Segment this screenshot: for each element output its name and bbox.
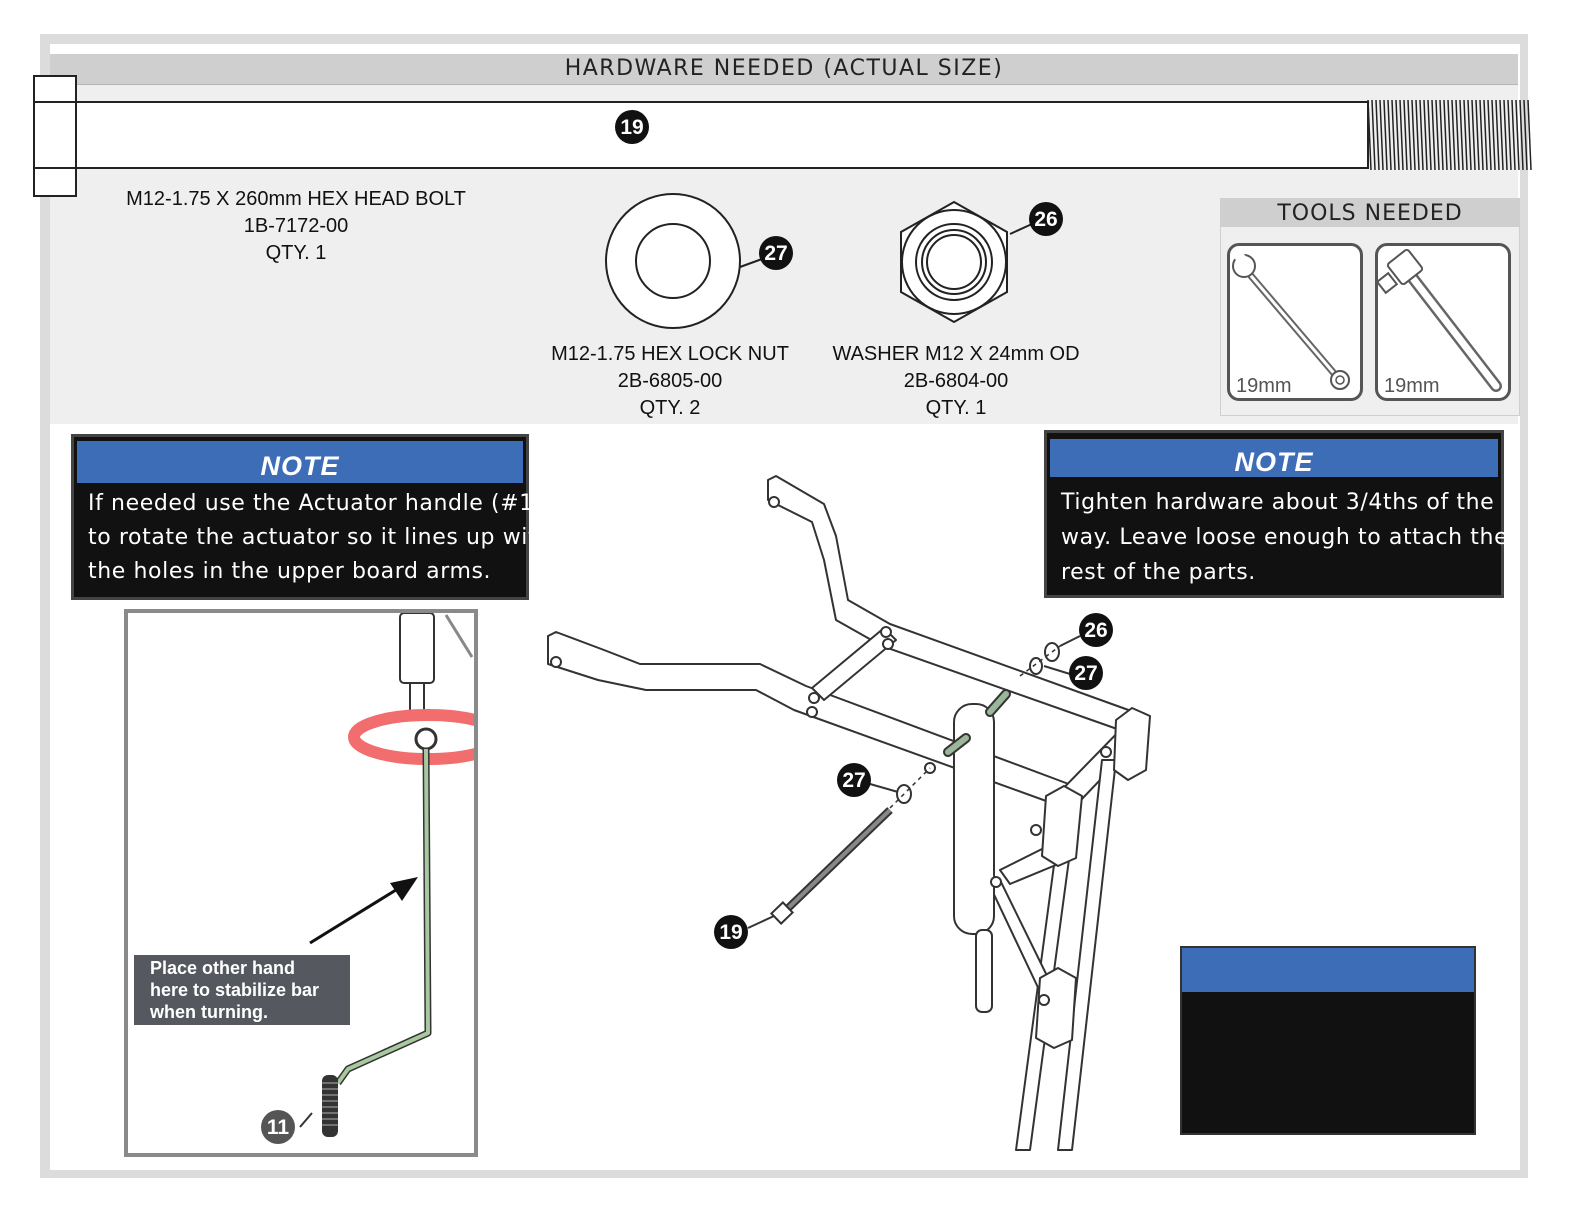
bolt-caption: M12-1.75 X 260mm HEX HEAD BOLT 1B-7172-0… xyxy=(96,186,496,267)
note-left-line-3: the holes in the upper board arms. xyxy=(88,559,492,584)
wrench-icon xyxy=(1231,248,1350,390)
washer-caption: WASHER M12 X 24mm OD 2B-6804-00 QTY. 1 xyxy=(815,341,1097,422)
inset-label: Place other hand here to stabilize bar w… xyxy=(134,955,350,1025)
nut-part: 2B-6805-00 xyxy=(617,370,723,392)
note-left-body: If needed use the Actuator handle (#11) … xyxy=(74,483,558,589)
hardware-header: HARDWARE NEEDED (ACTUAL SIZE) xyxy=(50,54,1518,85)
wrench-size: 19mm xyxy=(1236,375,1292,397)
actuator-handle-inset xyxy=(124,609,478,1157)
washer-part: 2B-6804-00 xyxy=(903,370,1009,392)
inset-label-line-2: here to stabilize bar xyxy=(150,980,320,1000)
tool-wrench: 19mm xyxy=(1227,243,1363,401)
note-left-title: NOTE xyxy=(77,441,523,483)
diagram-callout-nut-mid: 27 xyxy=(837,763,871,797)
blank-note-box xyxy=(1180,946,1476,1135)
note-right-title: NOTE xyxy=(1050,439,1498,477)
blank-note-title-bar xyxy=(1182,948,1474,992)
note-right: NOTE Tighten hardware about 3/4ths of th… xyxy=(1044,430,1509,598)
socket-size: 19mm xyxy=(1384,375,1440,397)
note-right-line-2: way. Leave loose enough to attach the xyxy=(1061,525,1509,550)
tools-panel: TOOLS NEEDED 19mm 19mm xyxy=(1220,198,1520,416)
washer-callout: 26 xyxy=(1029,202,1063,236)
diagram-callout-bolt: 19 xyxy=(714,915,748,949)
tool-socket-wrench: 19mm xyxy=(1375,243,1511,401)
note-left-line-1: If needed use the Actuator handle (#11) xyxy=(88,491,558,516)
note-right-body: Tighten hardware about 3/4ths of the way… xyxy=(1047,477,1509,590)
bolt-name: M12-1.75 X 260mm HEX HEAD BOLT xyxy=(126,188,466,210)
inset-label-line-3: when turning. xyxy=(150,1002,268,1022)
bolt-drawing xyxy=(33,75,1532,197)
nut-drawing xyxy=(900,200,1033,324)
note-left: NOTE If needed use the Actuator handle (… xyxy=(71,434,558,600)
bolt-part: 1B-7172-00 xyxy=(243,215,349,237)
tools-header: TOOLS NEEDED xyxy=(1221,199,1519,227)
washer-name: WASHER M12 X 24mm OD xyxy=(832,343,1080,365)
actuator-handle-drawing xyxy=(299,613,474,1137)
nut-caption: M12-1.75 HEX LOCK NUT 2B-6805-00 QTY. 2 xyxy=(530,341,810,422)
diagram-callout-washer: 26 xyxy=(1079,613,1113,647)
socket-wrench-icon xyxy=(1378,248,1502,392)
nut-qty: QTY. 2 xyxy=(639,397,701,419)
washer-qty: QTY. 1 xyxy=(925,397,987,419)
inset-label-line-1: Place other hand xyxy=(150,958,296,978)
bolt-qty: QTY. 1 xyxy=(265,242,327,264)
note-left-line-2: to rotate the actuator so it lines up wi… xyxy=(88,525,552,550)
nut-callout: 27 xyxy=(759,236,793,270)
note-right-line-1: Tighten hardware about 3/4ths of the xyxy=(1061,490,1495,515)
handle-callout: 11 xyxy=(261,1110,295,1144)
diagram-callout-nut-top: 27 xyxy=(1069,656,1103,690)
bolt-callout: 19 xyxy=(615,110,649,144)
nut-name: M12-1.75 HEX LOCK NUT xyxy=(551,343,789,365)
washer-drawing xyxy=(605,193,763,329)
note-right-line-3: rest of the parts. xyxy=(1061,560,1256,585)
